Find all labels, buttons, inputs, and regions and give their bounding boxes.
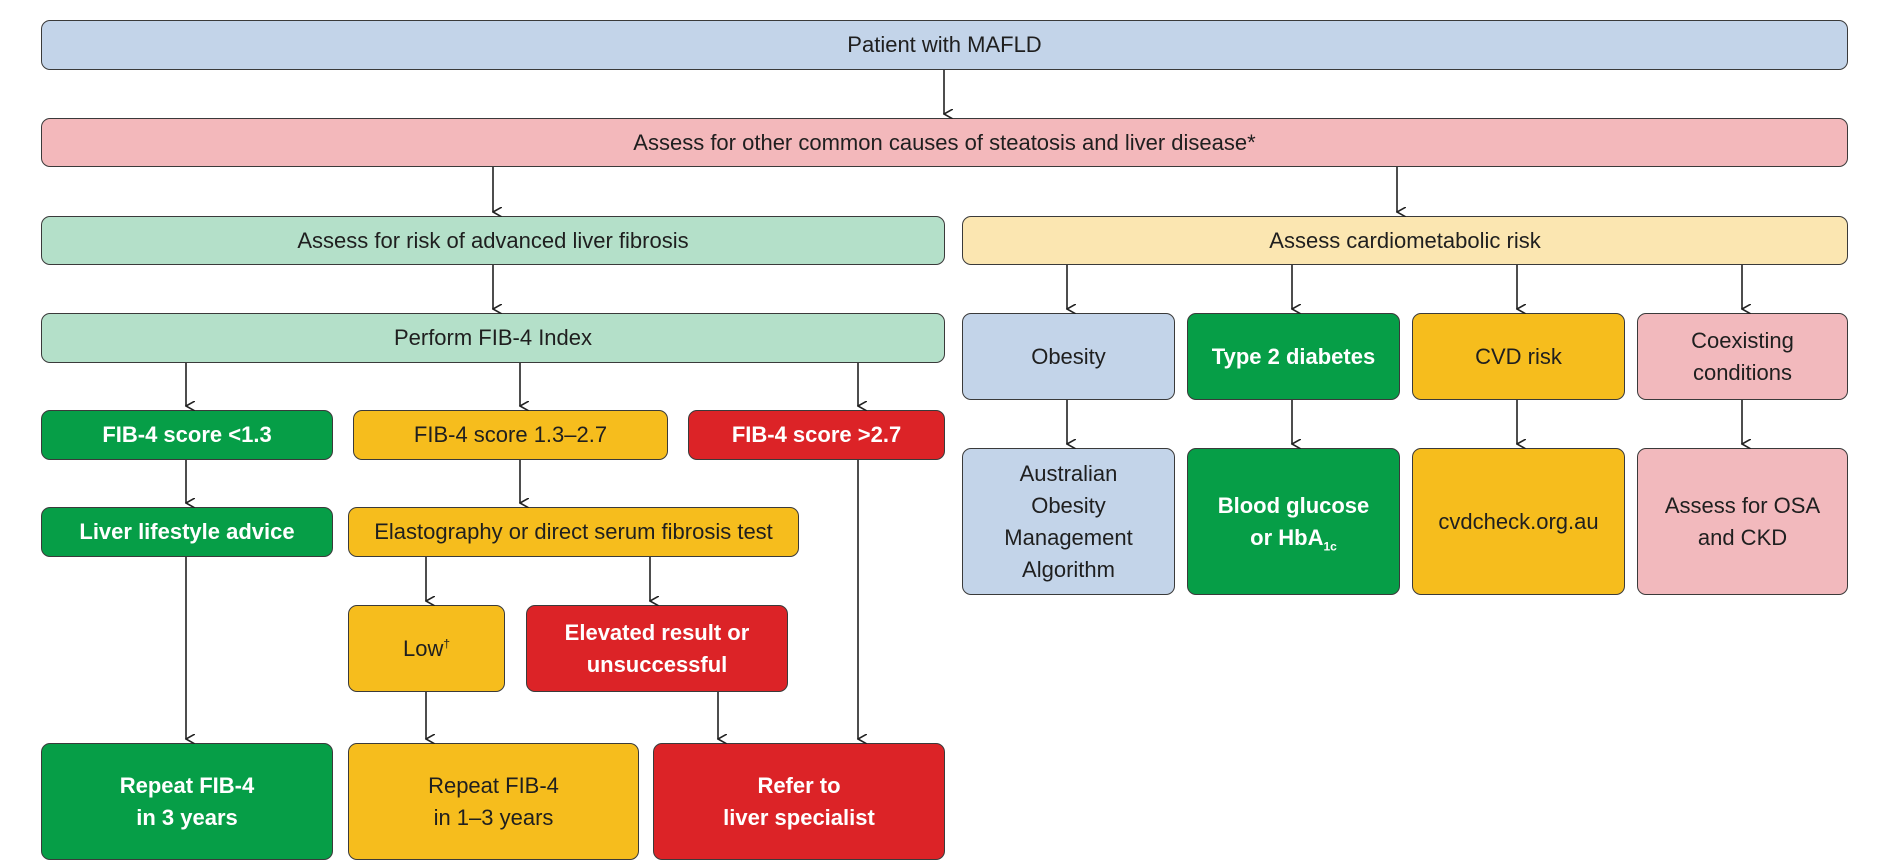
coexisting-box: Coexisting conditions xyxy=(1637,313,1848,400)
aoma-label-4: Algorithm xyxy=(1022,556,1115,582)
refer-specialist-box: Refer to liver specialist xyxy=(653,743,945,860)
low-result-text: Low xyxy=(402,635,444,661)
score-low-box: FIB-4 score <1.3 xyxy=(41,410,333,460)
score-high-box: FIB-4 score >2.7 xyxy=(688,410,945,460)
diabetes-box: Type 2 diabetes xyxy=(1187,313,1400,400)
fibrosis-header-box: Assess for risk of advanced liver fibros… xyxy=(41,216,945,265)
cardio-header-box: Assess cardiometabolic risk xyxy=(962,216,1848,265)
coexisting-label-2: conditions xyxy=(1692,359,1793,385)
elevated-label-1: Elevated result or xyxy=(564,619,750,645)
assess-causes-box: Assess for other common causes of steato… xyxy=(41,118,1848,167)
obesity-box: Obesity xyxy=(962,313,1175,400)
lifestyle-box: Liver lifestyle advice xyxy=(41,507,333,557)
aoma-label-2: Obesity xyxy=(1031,492,1106,518)
low-result-box: Low† xyxy=(348,605,505,692)
glucose-box: Blood glucose or HbA1c xyxy=(1187,448,1400,595)
low-result-label: Low† xyxy=(403,633,450,665)
glucose-label-1: Blood glucose xyxy=(1217,492,1370,518)
glucose-subscript: 1c xyxy=(1323,538,1337,553)
elastography-label: Elastography or direct serum fibrosis te… xyxy=(374,519,773,544)
aoma-label-1: Australian xyxy=(1019,460,1118,486)
assess-causes-label: Assess for other common causes of steato… xyxy=(633,129,1256,155)
elastography-box: Elastography or direct serum fibrosis te… xyxy=(348,507,799,557)
diabetes-label: Type 2 diabetes xyxy=(1211,343,1376,369)
repeat-1-3yr-label-2: in 1–3 years xyxy=(433,804,554,830)
osa-ckd-box: Assess for OSA and CKD xyxy=(1637,448,1848,595)
repeat-3yr-box: Repeat FIB-4 in 3 years xyxy=(41,743,333,860)
osa-ckd-label-1: Assess for OSA xyxy=(1664,492,1821,518)
repeat-3yr-label-1: Repeat FIB-4 xyxy=(119,772,255,798)
aoma-label-3: Management xyxy=(1004,524,1133,550)
glucose-label-2: or HbA1c xyxy=(1250,522,1337,554)
score-mid-label: FIB-4 score 1.3–2.7 xyxy=(413,422,608,447)
glucose-label-2-text: or HbA xyxy=(1250,524,1324,550)
elevated-box: Elevated result or unsuccessful xyxy=(526,605,788,692)
score-high-label: FIB-4 score >2.7 xyxy=(731,422,902,447)
score-mid-box: FIB-4 score 1.3–2.7 xyxy=(353,410,668,460)
aoma-box: Australian Obesity Management Algorithm xyxy=(962,448,1175,595)
osa-ckd-label-2: and CKD xyxy=(1697,524,1788,550)
patient-label: Patient with MAFLD xyxy=(847,32,1042,57)
patient-box: Patient with MAFLD xyxy=(41,20,1848,70)
cardio-header-label: Assess cardiometabolic risk xyxy=(1269,227,1541,253)
refer-specialist-label-2: liver specialist xyxy=(723,804,875,830)
repeat-3yr-label-2: in 3 years xyxy=(136,804,238,830)
repeat-1-3yr-label-1: Repeat FIB-4 xyxy=(428,772,559,798)
obesity-label: Obesity xyxy=(1031,343,1106,369)
repeat-1-3yr-box: Repeat FIB-4 in 1–3 years xyxy=(348,743,639,860)
cvdcheck-label: cvdcheck.org.au xyxy=(1438,508,1599,534)
elevated-label-2: unsuccessful xyxy=(586,651,728,677)
cvd-risk-box: CVD risk xyxy=(1412,313,1625,400)
lifestyle-label: Liver lifestyle advice xyxy=(79,519,295,544)
fibrosis-header-label: Assess for risk of advanced liver fibros… xyxy=(297,227,689,253)
fib4-label: Perform FIB-4 Index xyxy=(393,325,593,350)
refer-specialist-label-1: Refer to xyxy=(757,772,841,798)
low-result-dagger: † xyxy=(443,636,451,651)
score-low-label: FIB-4 score <1.3 xyxy=(102,422,272,447)
cvd-risk-label: CVD risk xyxy=(1475,343,1562,369)
coexisting-label-1: Coexisting xyxy=(1691,327,1794,353)
